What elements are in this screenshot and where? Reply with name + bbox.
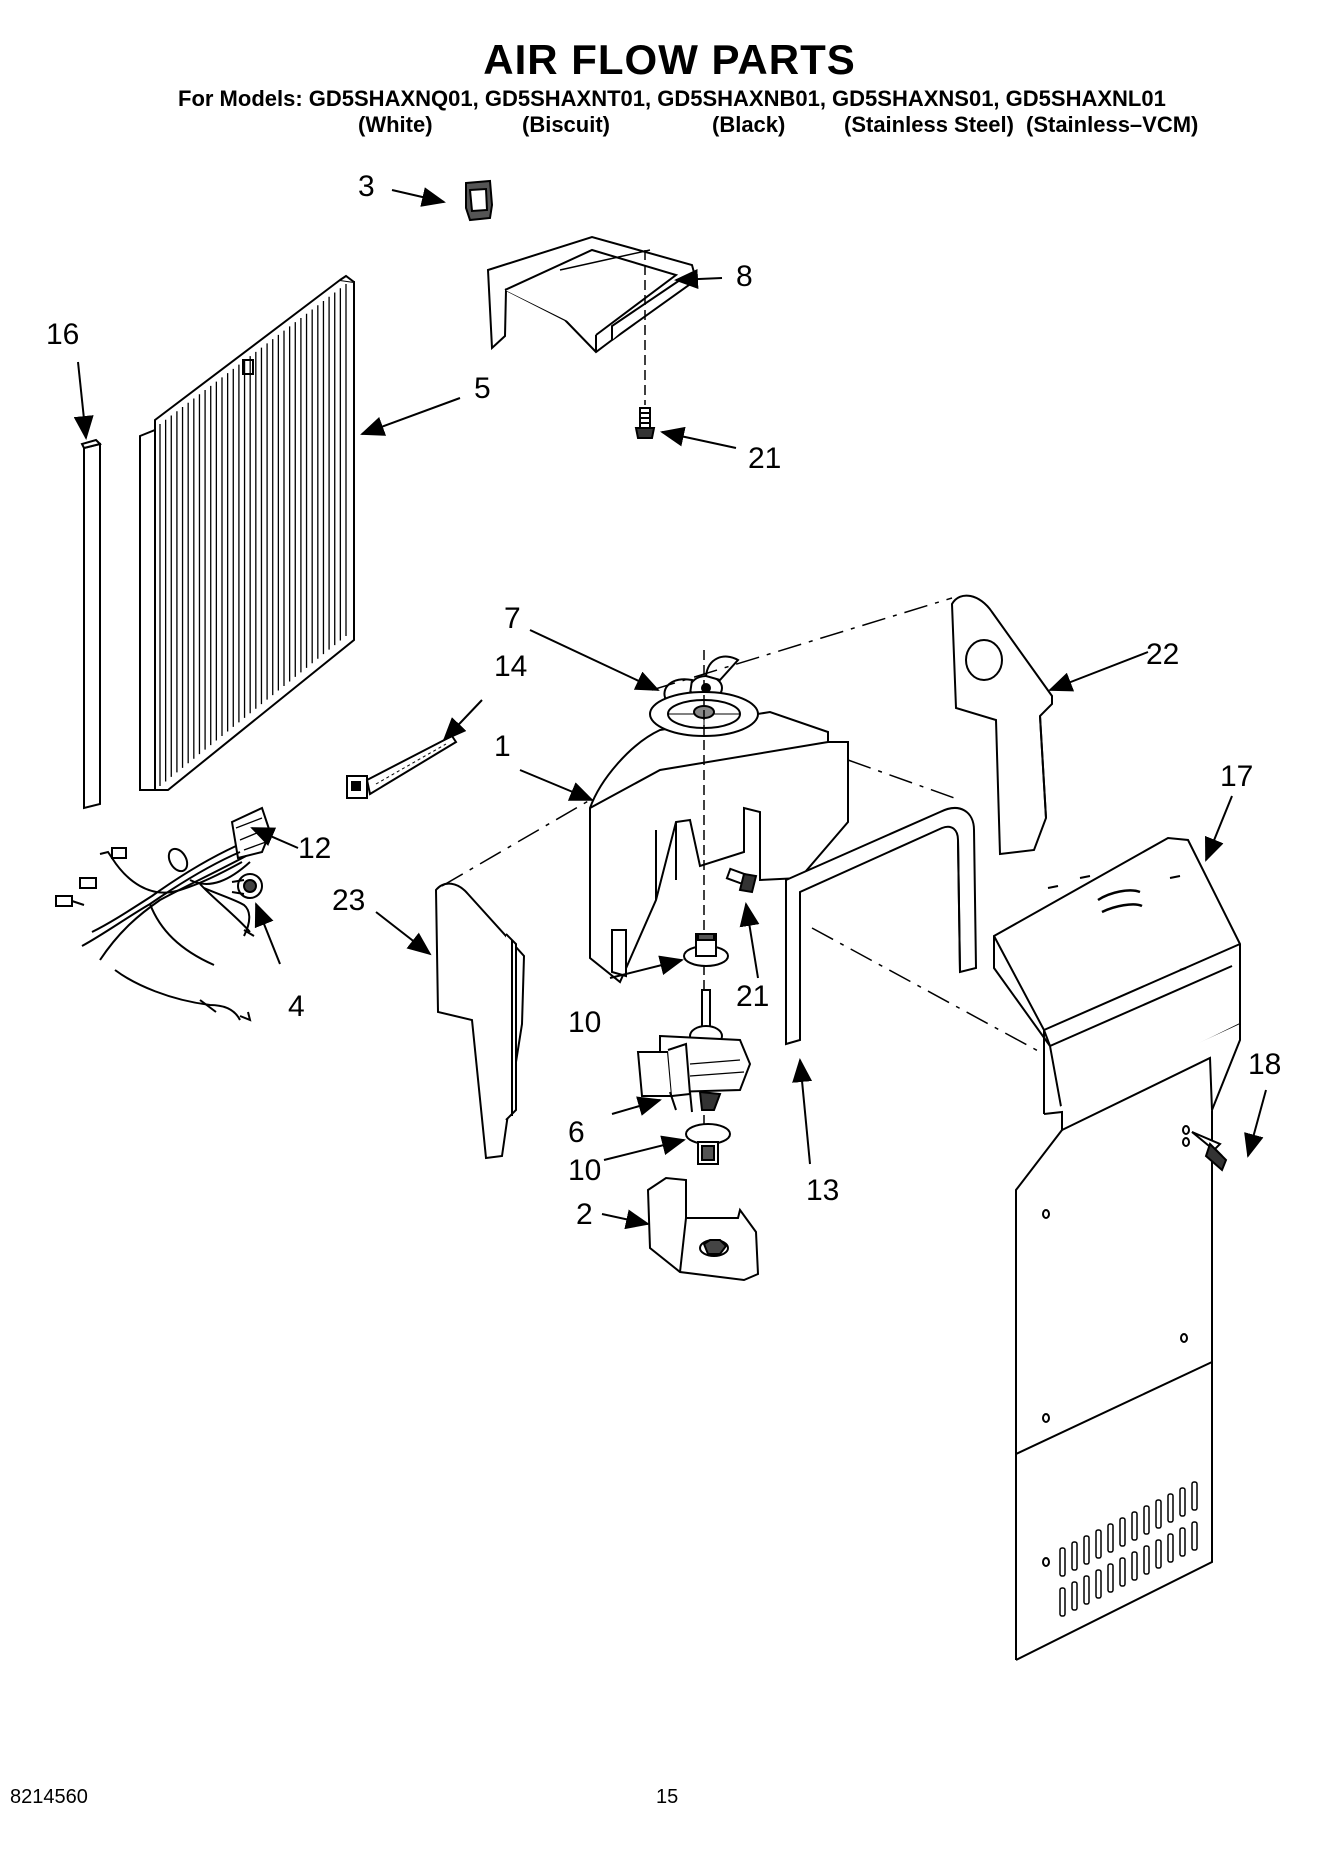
part-5-condenser <box>139 274 355 791</box>
callout-3: 3 <box>358 170 375 203</box>
part-16-strip <box>80 438 102 810</box>
part-6-grommet <box>231 873 263 899</box>
callout-12: 12 <box>298 832 331 865</box>
callout-21-top: 21 <box>748 442 781 475</box>
part-12-wire-harness <box>55 806 272 1022</box>
vent-slot <box>1119 1517 1126 1547</box>
callout-23: 23 <box>332 884 365 917</box>
vent-slot <box>1071 1581 1078 1611</box>
vent-slot <box>1083 1575 1090 1605</box>
callout-14: 14 <box>494 650 527 683</box>
part-3-clip <box>465 179 494 222</box>
vent-slot <box>1143 1545 1150 1575</box>
part-14-cable-tie <box>346 734 458 799</box>
vent-slot <box>1059 1587 1066 1617</box>
callout-labels: 3 8 5 21 16 7 14 22 1 12 17 23 4 21 10 6… <box>46 170 1281 1231</box>
callout-8: 7 <box>504 602 521 635</box>
callout-1: 1 <box>494 730 511 763</box>
vent-slot <box>1071 1541 1078 1571</box>
vent-slot <box>1095 1529 1102 1559</box>
part-21-screw-middle <box>725 867 758 894</box>
part-1-fan-shroud <box>589 691 849 984</box>
color-black: (Black) <box>712 112 786 137</box>
vent-slot <box>1179 1487 1186 1517</box>
callout-13: 13 <box>806 1174 839 1207</box>
vent-slot <box>1059 1547 1066 1577</box>
vent-slot <box>1107 1563 1114 1593</box>
vent-slot <box>1131 1511 1138 1541</box>
part-18-screw <box>1191 1131 1228 1172</box>
vent-slot <box>1095 1569 1102 1599</box>
part-10-bushing-lower <box>685 1123 731 1165</box>
color-biscuit: (Biscuit) <box>522 112 610 137</box>
vent-slot <box>1167 1493 1174 1523</box>
callout-22: 22 <box>1146 638 1179 671</box>
vent-slot <box>1131 1551 1138 1581</box>
vent-slot <box>1107 1523 1114 1553</box>
callout-21-middle: 21 <box>736 980 769 1013</box>
vent-slot <box>1119 1557 1126 1587</box>
part-23-left-panel <box>434 882 526 1160</box>
part-7-fan-motor <box>636 989 752 1113</box>
color-stainless-vcm: (Stainless–VCM) <box>1026 112 1199 137</box>
callout-10-upper: 10 <box>568 1006 601 1039</box>
part-10-bushing-upper <box>683 933 729 967</box>
vent-slot <box>1179 1527 1186 1557</box>
callout-5: 5 <box>474 372 491 405</box>
footer-part-number: 8214560 <box>10 1786 88 1808</box>
models-line: For Models: GD5SHAXNQ01, GD5SHAXNT01, GD… <box>178 86 1166 111</box>
part-4-top-duct <box>486 235 698 354</box>
vent-slot <box>1191 1481 1198 1511</box>
vent-slot <box>1143 1505 1150 1535</box>
callout-6: 4 <box>288 990 305 1023</box>
footer-page-number: 15 <box>656 1786 679 1808</box>
callout-7: 6 <box>568 1116 585 1149</box>
part-13-channel <box>785 807 978 1046</box>
callout-4: 8 <box>736 260 753 293</box>
part-2-bracket <box>646 1176 760 1282</box>
rear-panel-vents <box>1059 1481 1198 1617</box>
callout-17: 17 <box>1220 760 1253 793</box>
leader-arrows <box>73 187 1267 1230</box>
callout-2: 2 <box>576 1198 593 1231</box>
color-white: (White) <box>358 112 433 137</box>
part-21-screw-top <box>634 407 656 439</box>
callout-18: 18 <box>1248 1048 1281 1081</box>
part-22-side-panel <box>950 594 1053 856</box>
page-title: AIR FLOW PARTS <box>483 36 856 83</box>
vent-slot <box>1191 1521 1198 1551</box>
vent-slot <box>1167 1533 1174 1563</box>
callout-16: 16 <box>46 318 79 351</box>
callout-10-lower: 10 <box>568 1154 601 1187</box>
color-stainless-steel: (Stainless Steel) <box>844 112 1014 137</box>
vent-slot <box>1083 1535 1090 1565</box>
part-17-rear-panel <box>993 836 1241 1661</box>
vent-slot <box>1155 1499 1162 1529</box>
vent-slot <box>1155 1539 1162 1569</box>
condenser-fins <box>159 284 347 786</box>
